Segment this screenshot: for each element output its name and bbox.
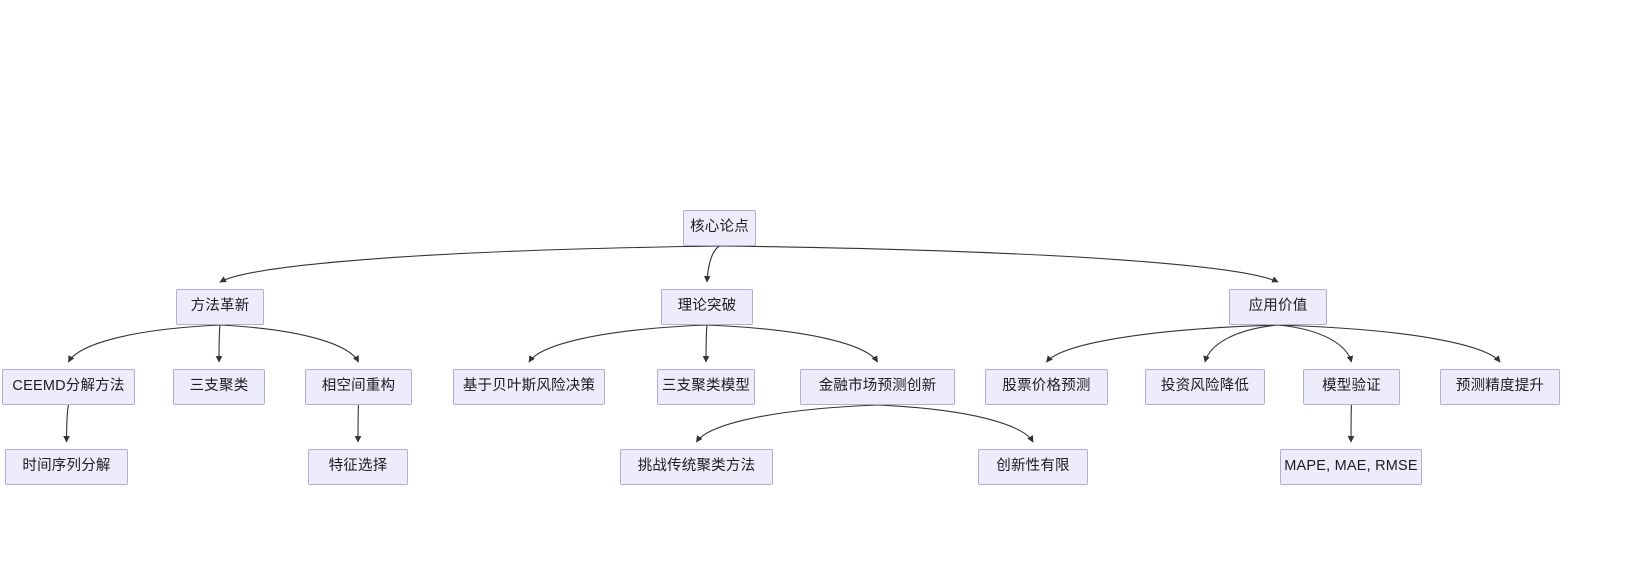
flowchart-node[interactable]: 特征选择 — [308, 449, 408, 485]
flowchart-edge — [877, 404, 1034, 443]
flowchart-edge — [1046, 324, 1279, 363]
flowchart-edge — [1347, 404, 1355, 443]
flowchart-node[interactable]: 理论突破 — [661, 289, 753, 325]
flowchart-node[interactable]: 相空间重构 — [305, 369, 412, 405]
flowchart-node[interactable]: 投资风险降低 — [1145, 369, 1265, 405]
flowchart-node-label: 核心论点 — [690, 219, 749, 236]
flowchart-node[interactable]: 股票价格预测 — [985, 369, 1108, 405]
flowchart-node-label: 三支聚类 — [189, 378, 249, 395]
flowchart-node-label: MAPE, MAE, RMSE — [1284, 458, 1418, 475]
flowchart-node[interactable]: 预测精度提升 — [1440, 369, 1560, 405]
flowchart-edge — [1203, 324, 1279, 363]
flowchart-node[interactable]: 模型验证 — [1303, 369, 1400, 405]
flowchart-node-label: 理论突破 — [677, 298, 737, 315]
flowchart-edge — [719, 245, 1279, 283]
flowchart-node-label: 挑战传统聚类方法 — [637, 458, 756, 475]
flowchart-node[interactable]: 三支聚类模型 — [657, 369, 755, 405]
flowchart-node[interactable]: MAPE, MAE, RMSE — [1280, 449, 1422, 485]
flowchart-node[interactable]: 金融市场预测创新 — [800, 369, 955, 405]
flowchart-edge — [1277, 324, 1501, 363]
flowchart-edge — [696, 404, 878, 443]
flowchart-edge — [528, 324, 708, 363]
flowchart-edge — [703, 245, 720, 283]
flowchart-node[interactable]: 创新性有限 — [978, 449, 1088, 485]
flowchart-node-label: 时间序列分解 — [22, 458, 111, 475]
flowchart-node-label: 应用价值 — [1248, 298, 1308, 315]
flowchart-node[interactable]: 应用价值 — [1229, 289, 1327, 325]
flowchart-node[interactable]: CEEMD分解方法 — [2, 369, 135, 405]
flowchart-edge — [219, 245, 720, 283]
flowchart-node[interactable]: 核心论点 — [683, 210, 756, 246]
flowchart-edge — [354, 404, 362, 443]
flowchart-node-label: 特征选择 — [328, 458, 388, 475]
flowchart-node[interactable]: 时间序列分解 — [5, 449, 128, 485]
flowchart-node-label: 基于贝叶斯风险决策 — [462, 378, 596, 395]
flowchart-node-label: 创新性有限 — [996, 458, 1070, 475]
flowchart-node-label: 投资风险降低 — [1160, 378, 1250, 395]
flowchart-node[interactable]: 基于贝叶斯风险决策 — [453, 369, 605, 405]
flowchart-edge — [215, 324, 223, 363]
flowchart-node-label: 相空间重构 — [321, 378, 396, 395]
flowchart-node[interactable]: 三支聚类 — [173, 369, 265, 405]
flowchart-node[interactable]: 挑战传统聚类方法 — [620, 449, 773, 485]
flowchart-edge — [68, 324, 221, 363]
flowchart-node-label: CEEMD分解方法 — [12, 378, 125, 395]
flowchart-edge — [702, 324, 710, 363]
flowchart-edge — [219, 324, 359, 363]
flowchart-node-label: 预测精度提升 — [1455, 378, 1545, 395]
flowchart-node-label: 三支聚类模型 — [661, 378, 751, 395]
flowchart-node-label: 金融市场预测创新 — [818, 378, 937, 395]
flowchart-node-label: 模型验证 — [1322, 378, 1381, 395]
flowchart-node[interactable]: 方法革新 — [176, 289, 264, 325]
flowchart-edge — [63, 404, 70, 443]
flowchart-edge — [706, 324, 878, 363]
flowchart-node-label: 方法革新 — [190, 298, 250, 315]
flowchart-edge — [1277, 324, 1354, 363]
flowchart-node-label: 股票价格预测 — [1002, 378, 1091, 395]
